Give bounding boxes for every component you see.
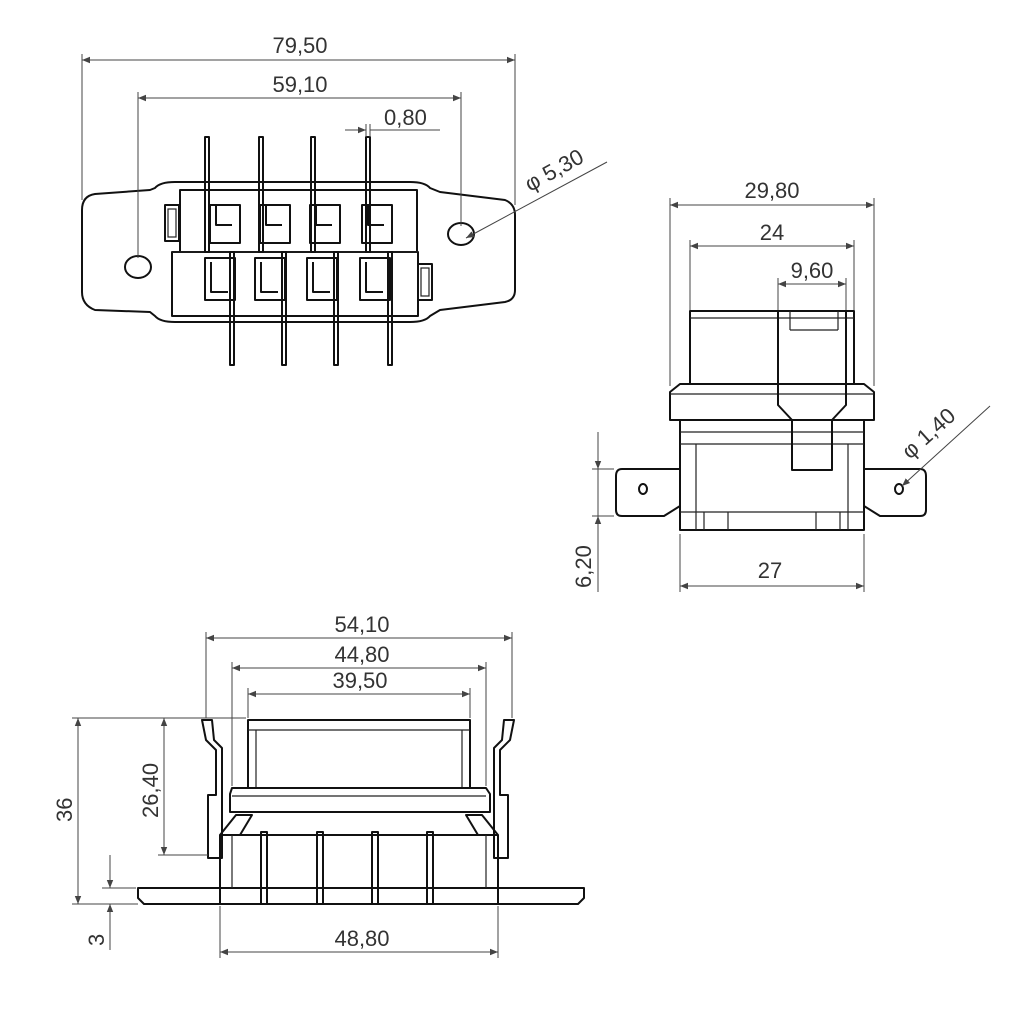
- top-view-mounting-hole-right: [447, 222, 475, 246]
- dimension-pin-thickness: 0,80: [384, 105, 427, 130]
- top-view: 79,50 59,10 0,80 φ 5,30: [81, 33, 608, 366]
- side-view-flange-right: [863, 468, 927, 517]
- dimension-front-mid-width: 44,80: [334, 642, 389, 667]
- dimension-side-pin-hole-diameter: φ 1,40: [897, 403, 961, 464]
- dimension-hole-spacing: 59,10: [272, 72, 327, 97]
- dimension-overall-width-top: 79,50: [272, 33, 327, 58]
- front-view-body: [219, 834, 499, 905]
- top-view-pin: [310, 136, 316, 253]
- front-view-base-flange: [137, 887, 585, 905]
- top-view-housing-lower: [171, 251, 419, 317]
- side-view-flange-hole-left: [638, 483, 648, 495]
- dimension-front-body-height: 26,40: [138, 763, 163, 818]
- dimension-front-flange-thickness: 3: [84, 934, 109, 946]
- dimension-side-latch-width: 9,60: [791, 258, 834, 283]
- front-view-pin: [260, 831, 268, 905]
- top-view-pin: [333, 251, 339, 366]
- dimension-front-cover-width: 39,50: [332, 668, 387, 693]
- top-view-pin: [281, 251, 287, 366]
- dimension-side-base-width: 27: [758, 558, 782, 583]
- top-view-mounting-plate: [81, 181, 516, 323]
- side-view-body: [679, 419, 865, 531]
- side-view-flange-hole-right: [894, 483, 904, 495]
- top-view-latch-right: [417, 263, 433, 301]
- dimension-side-overall-width: 29,80: [744, 178, 799, 203]
- side-view-flange-left: [615, 468, 681, 517]
- dimension-side-flange-height: 6,20: [571, 545, 596, 588]
- front-view: 54,10 44,80 39,50 36 26,40 3 48,80: [52, 612, 585, 958]
- top-view-pin: [258, 136, 264, 253]
- dimension-front-base-width: 48,80: [334, 926, 389, 951]
- front-view-pin: [316, 831, 324, 905]
- front-view-pin: [371, 831, 379, 905]
- side-view: 29,80 24 9,60 φ 1,40 6,20 27: [571, 178, 991, 592]
- top-view-pin: [204, 136, 210, 253]
- front-view-pin: [426, 831, 434, 905]
- top-view-pin: [365, 136, 371, 253]
- top-view-pin: [387, 251, 393, 366]
- top-view-pin: [229, 251, 235, 366]
- front-view-clip-left: [201, 719, 223, 859]
- side-view-cover: [689, 310, 855, 385]
- front-view-collar: [229, 787, 491, 813]
- front-view-clip-right: [493, 719, 515, 859]
- dimension-front-overall-height: 36: [52, 798, 77, 822]
- dimension-side-body-width: 24: [760, 220, 784, 245]
- dimension-hole-diameter: φ 5,30: [520, 144, 587, 197]
- side-view-collar: [669, 383, 875, 421]
- dimension-front-overall-width: 54,10: [334, 612, 389, 637]
- side-view-latch: [777, 311, 847, 471]
- top-view-mounting-hole-left: [124, 255, 152, 279]
- top-view-latch-left: [164, 204, 180, 242]
